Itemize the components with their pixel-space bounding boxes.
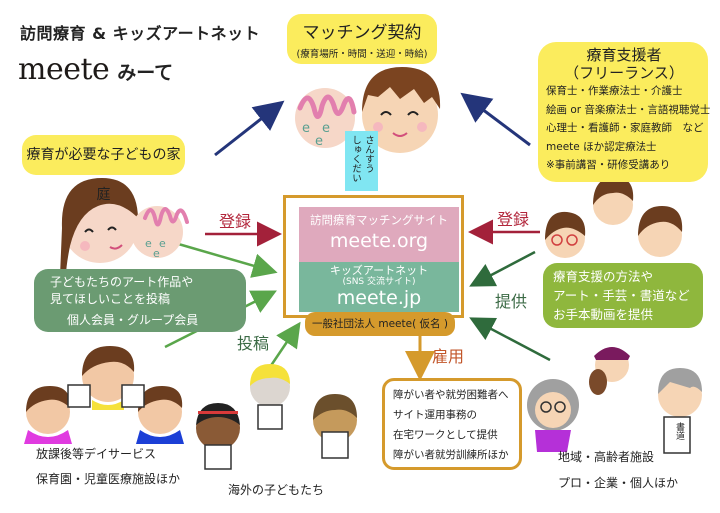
matching-site-url[interactable]: meete.org <box>329 230 429 252</box>
supporter-line: ※事前講習・研修受講あり <box>546 159 671 171</box>
logo-kana: みーて <box>117 62 174 84</box>
overseas-kids-illustration <box>196 364 357 470</box>
caption-overseas: 海外の子どもたち <box>228 483 325 497</box>
svg-text:e: e <box>302 121 310 136</box>
kids-net-panel[interactable]: キッズアートネット (SNS 交流サイト) meete.jp <box>299 262 459 312</box>
brand-logo: meete みーて <box>18 52 173 87</box>
kids-box-line1: 子どもたちのアート作品や <box>50 275 194 289</box>
supporter-line: meete ほか認定療法士 <box>546 140 657 153</box>
organization-label: 一般社団法人 meete( 仮名 ) <box>305 312 455 336</box>
arrow-overseas-to-center <box>266 321 301 371</box>
svg-text:e: e <box>159 237 166 250</box>
arrow-family-to-matching <box>214 100 285 157</box>
header-subtitle: 訪問療育 & キッズアートネット <box>20 24 261 43</box>
svg-text:e: e <box>153 247 160 260</box>
kids-group-illustration <box>24 346 184 444</box>
method-provide-box: 療育支援の方法や アート・手芸・書道など お手本動画を提供 <box>543 263 703 328</box>
mascot-top: e e e <box>295 67 441 153</box>
employment-line: サイト運用事務の <box>393 409 477 421</box>
kids-post-box: 子どもたちのアート作品や 見てほしいことを投稿 個人会員・グループ会員 <box>34 269 246 332</box>
supporter-line: 絵画 or 音楽療法士・言語視聴覚士 <box>546 103 711 116</box>
supporter-line: 心理士・看護師・家庭教師 など <box>546 122 704 134</box>
post-label: 投稿 <box>237 334 270 353</box>
kids-net-url[interactable]: meete.jp <box>336 287 422 309</box>
matching-detail: (療育場所・時間・送迎・時給) <box>296 49 428 60</box>
arrow-provide-upper <box>469 250 536 287</box>
arrow-supporter-to-matching <box>460 92 531 147</box>
employ-label: 雇用 <box>432 347 465 366</box>
employment-box: 障がい者や就労困難者へ サイト運用事務の 在宅ワークとして提供 障がい者就労訓練… <box>382 378 522 470</box>
register-left-label: 登録 <box>219 212 252 231</box>
method-box-line3: お手本動画を提供 <box>553 307 654 322</box>
employment-line: 障がい者や就労困難者へ <box>393 389 509 401</box>
community-illustration <box>527 347 702 454</box>
mother-illustration: e e e <box>60 178 189 276</box>
supporter-subtitle: （フリーランス） <box>564 64 684 82</box>
caption-daycare-1: 放課後等デイサービス <box>36 447 157 461</box>
arrow-family-to-center <box>174 241 278 278</box>
mascot-tag-col2: しゅくだい <box>350 135 361 183</box>
arrow-provide-lower <box>469 317 551 362</box>
matching-site-label: 訪問療育マッチングサイト <box>310 213 448 227</box>
matching-site-panel[interactable]: 訪問療育マッチングサイト meete.org <box>299 207 459 262</box>
matching-contract-box: マッチング契約 (療育場所・時間・送迎・時給) <box>287 14 437 64</box>
matching-title: マッチング契約 <box>302 23 422 43</box>
provide-label: 提供 <box>495 292 528 311</box>
register-right-label: 登録 <box>497 210 530 229</box>
employment-line: 在宅ワークとして提供 <box>393 429 498 441</box>
mascot-tag-col1: さんすう <box>363 135 374 173</box>
kids-net-label: キッズアートネット <box>329 264 429 277</box>
method-box-line1: 療育支援の方法や <box>553 269 654 284</box>
svg-text:e: e <box>322 121 330 136</box>
supporters-illustration <box>545 177 683 258</box>
logo-text: meete <box>18 52 110 87</box>
svg-text:e: e <box>145 237 152 250</box>
platform-frame: 訪問療育マッチングサイト meete.org キッズアートネット (SNS 交流… <box>283 195 464 318</box>
kids-box-line3: 個人会員・グループ会員 <box>67 313 199 327</box>
kids-box-line2: 見てほしいことを投稿 <box>50 292 171 306</box>
supporter-box: 療育支援者 （フリーランス） 保育士・作業療法士・介護士 絵画 or 音楽療法士… <box>538 42 711 182</box>
kids-net-sub: (SNS 交流サイト) <box>342 277 416 287</box>
caption-community-2: プロ・企業・個人ほか <box>558 476 679 490</box>
caption-daycare-2: 保育園・児童医療施設ほか <box>36 472 181 486</box>
supporter-line: 保育士・作業療法士・介護士 <box>546 85 683 97</box>
employment-line: 障がい者就労訓練所ほか <box>393 449 509 461</box>
family-label-box: 療育が必要な子どもの家庭 <box>22 135 185 203</box>
mascot-tag: さんすう しゅくだい <box>345 131 378 191</box>
caption-community-1: 地域・高齢者施設 <box>558 450 655 464</box>
supporter-title: 療育支援者 <box>586 46 662 64</box>
svg-text:e: e <box>315 134 323 149</box>
calligraphy-sign: 書道 <box>674 422 684 440</box>
method-box-line2: アート・手芸・書道など <box>553 288 690 303</box>
